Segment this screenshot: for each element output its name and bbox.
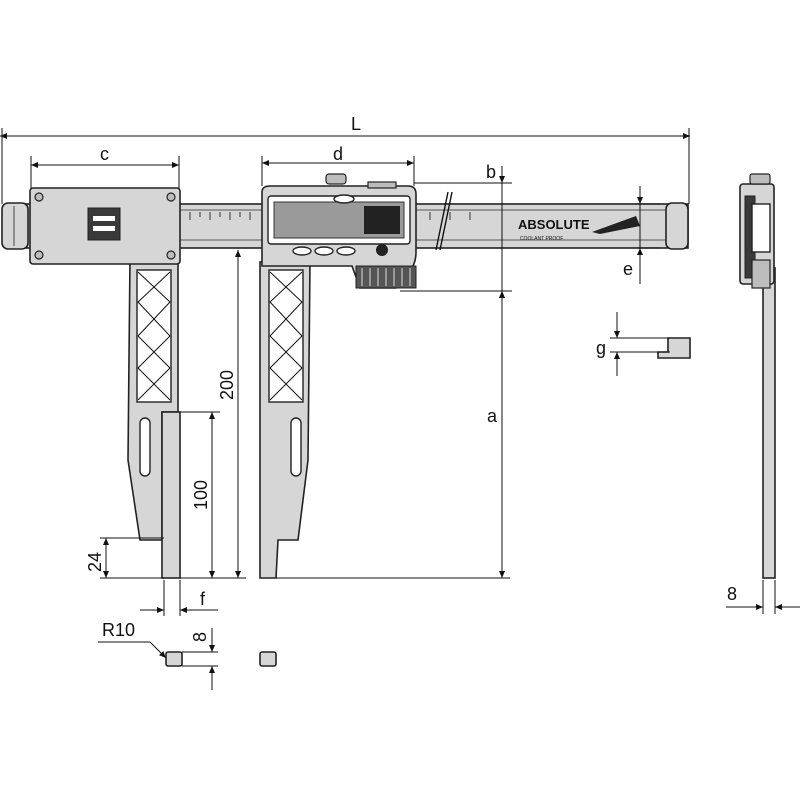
detail-g-part bbox=[657, 337, 691, 359]
label-e: e bbox=[623, 259, 633, 279]
tip-section-right bbox=[259, 651, 277, 667]
label-200: 200 bbox=[217, 370, 237, 400]
label-b: b bbox=[486, 162, 496, 182]
label-g: g bbox=[596, 338, 606, 358]
brand-sub: COOLANT PROOF bbox=[520, 236, 563, 242]
left-end-cap bbox=[1, 202, 29, 250]
label-a: a bbox=[487, 406, 498, 426]
label-f: f bbox=[200, 589, 206, 609]
fixed-jaw bbox=[127, 257, 181, 579]
brand-stripe bbox=[592, 216, 640, 234]
right-end-cap bbox=[665, 202, 689, 250]
dimensions: L c d b a e g bbox=[0, 114, 800, 690]
digital-display-unit bbox=[261, 173, 417, 289]
label-8-tip: 8 bbox=[190, 632, 210, 642]
side-view bbox=[739, 173, 776, 579]
label-L: L bbox=[351, 114, 361, 134]
label-c: c bbox=[100, 144, 109, 164]
slider-jaw bbox=[259, 261, 311, 579]
label-8-side: 8 bbox=[727, 584, 737, 604]
label-d: d bbox=[333, 144, 343, 164]
tip-section-left bbox=[165, 651, 183, 667]
beam-scale bbox=[189, 212, 471, 220]
brand-logo: ABSOLUTE bbox=[518, 217, 590, 232]
label-r10: R10 bbox=[102, 620, 135, 640]
label-24: 24 bbox=[85, 552, 105, 572]
label-100: 100 bbox=[191, 480, 211, 510]
fixed-housing bbox=[29, 187, 181, 265]
